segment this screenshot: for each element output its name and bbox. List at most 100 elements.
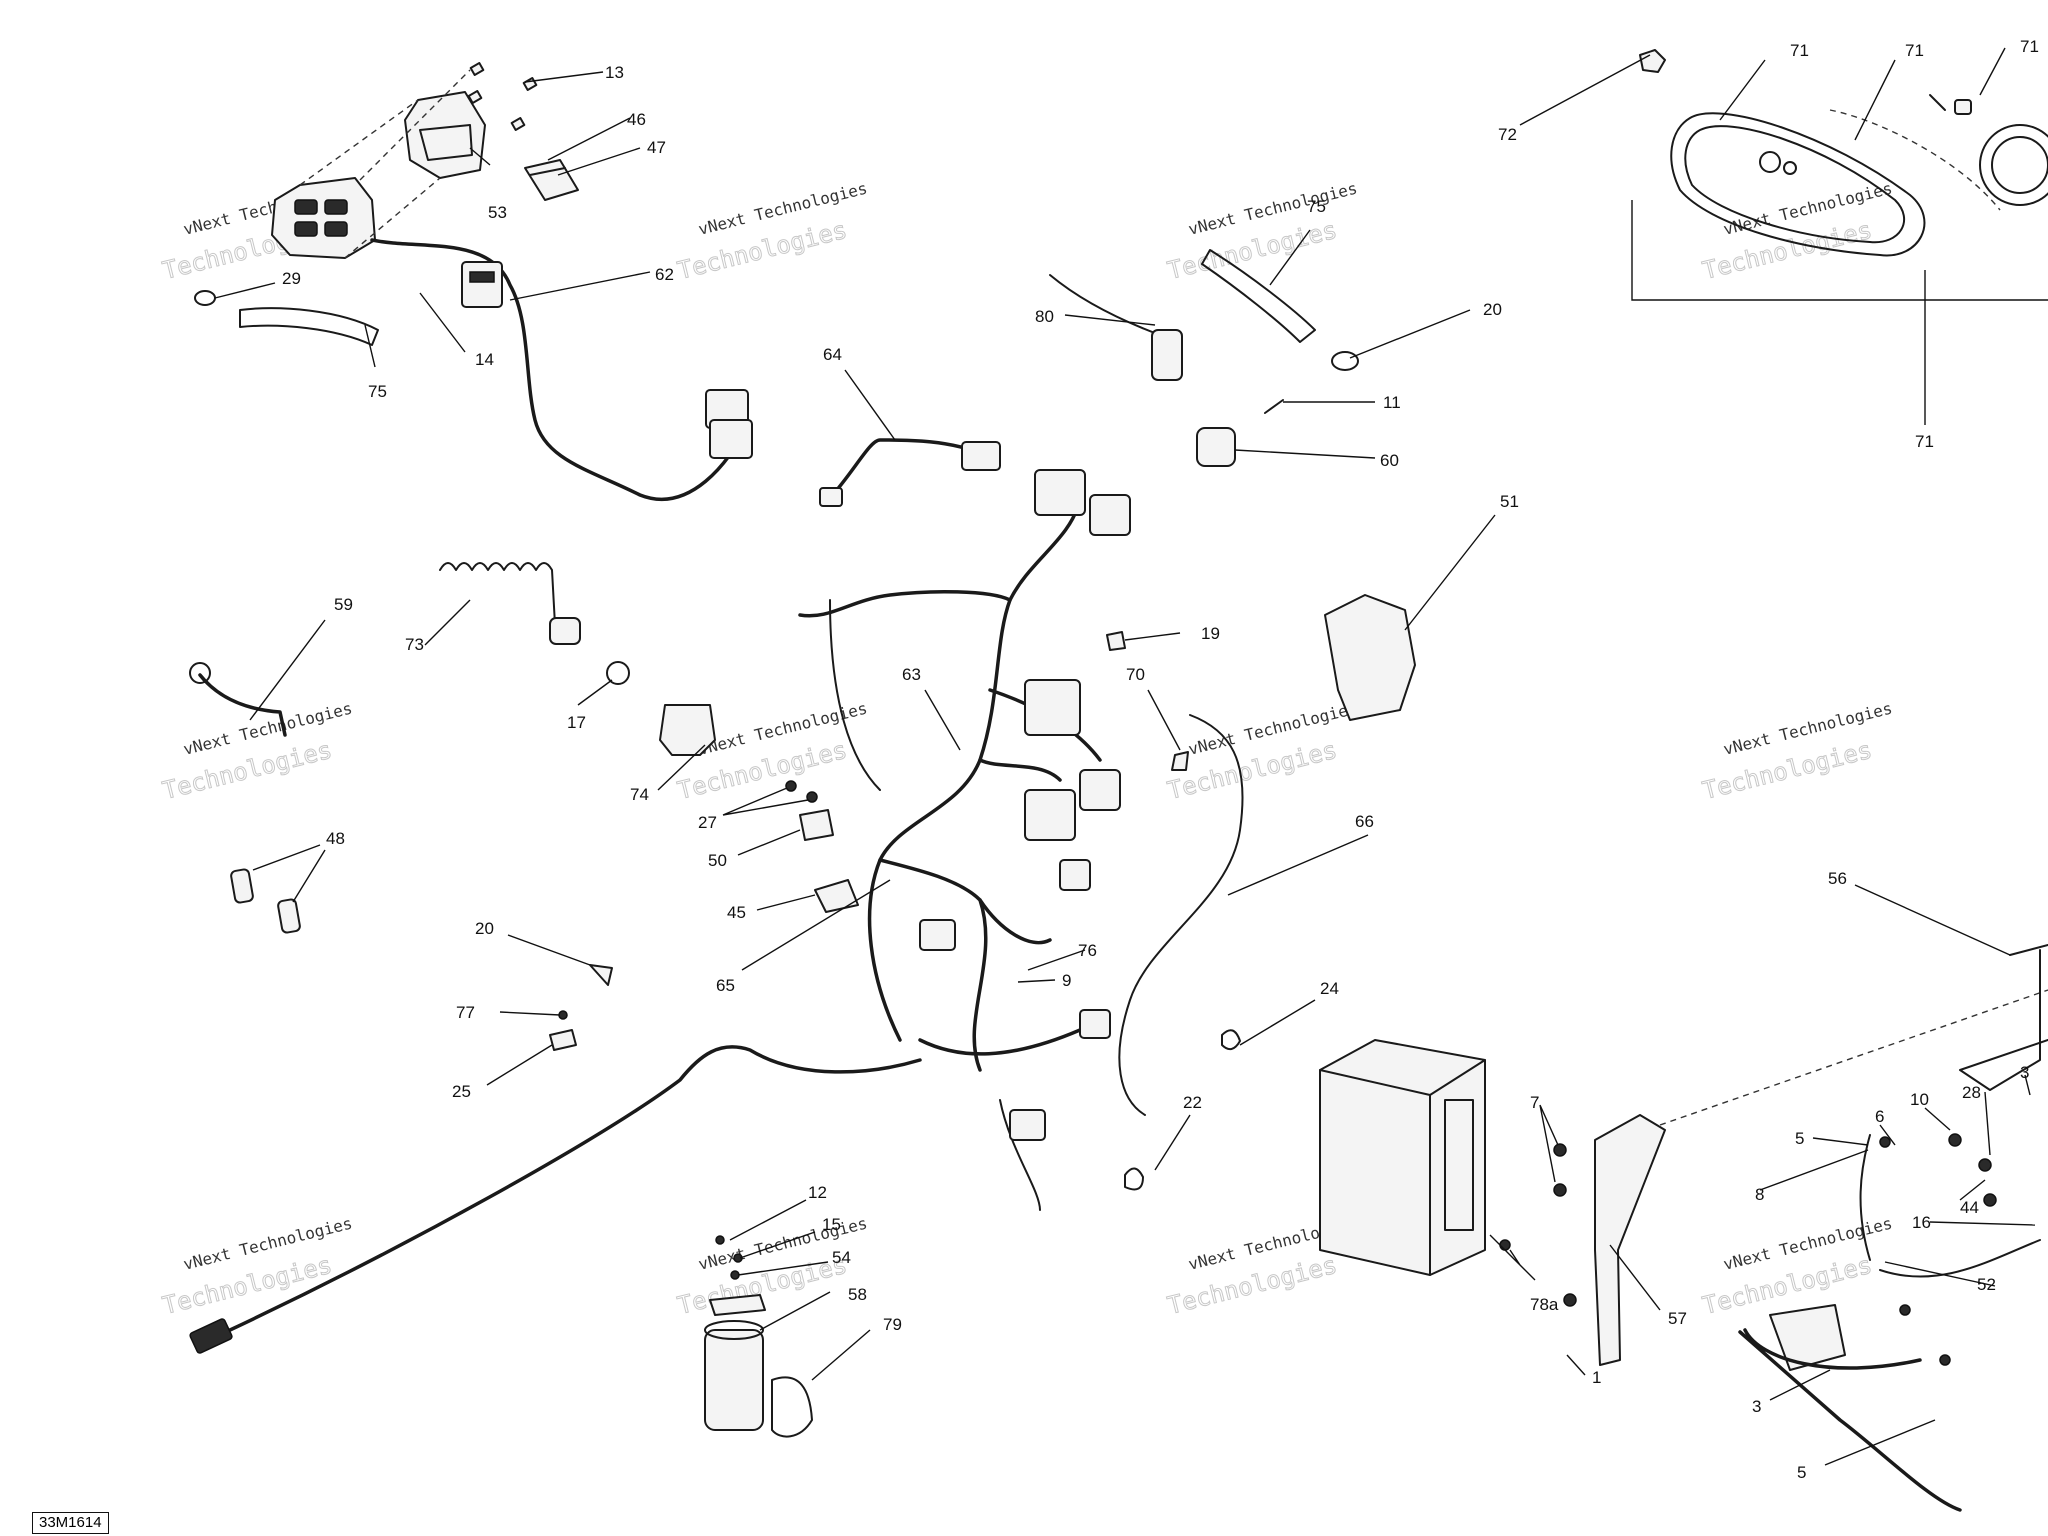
watermark: Technologies vNext Technologies: [1699, 698, 1894, 805]
callout-label: 16: [1912, 1213, 1931, 1232]
callout-label: 48: [326, 829, 345, 848]
tube-75-right: [1201, 249, 1316, 343]
callout-label: 57: [1668, 1309, 1687, 1328]
grommet-60: [1196, 427, 1236, 467]
grommet-17: [606, 661, 630, 685]
callout-label: 5: [1795, 1129, 1804, 1148]
callout-label: 13: [605, 63, 624, 82]
document-code: 33M1614: [32, 1512, 109, 1534]
callout-label: 71: [1905, 41, 1924, 60]
callout-label: 75: [368, 382, 387, 401]
wrap-79: [771, 1376, 813, 1438]
callout-label: 3: [2020, 1063, 2029, 1082]
harness-62: [370, 238, 747, 502]
clip-19: [1106, 631, 1126, 651]
callout-label: 22: [1183, 1093, 1202, 1112]
callout-label: 45: [727, 903, 746, 922]
battery-cable-59: [198, 673, 287, 737]
callout-label: 70: [1126, 665, 1145, 684]
screws-13: [467, 62, 538, 131]
bracket-57: [1594, 1114, 1666, 1366]
callout-label: 62: [655, 265, 674, 284]
sender-74: [659, 704, 716, 756]
cable-66: [1118, 714, 1244, 1116]
sensor-lead: [228, 1045, 922, 1332]
solenoid-3: [1769, 1304, 1846, 1371]
callout-label: 24: [1320, 979, 1339, 998]
gauge-cluster-71: [1631, 94, 2048, 425]
callout-label: 3: [1752, 1397, 1761, 1416]
ground-80: [1049, 274, 1161, 336]
callout-label: 78a: [1530, 1295, 1559, 1314]
callout-label: 71: [2020, 37, 2039, 56]
callout-label: 5: [1797, 1463, 1806, 1482]
sensor-connector: [189, 1318, 233, 1354]
callout-label: 76: [1078, 941, 1097, 960]
handlebar-switch-assembly: [271, 69, 486, 259]
callout-label: 51: [1500, 492, 1519, 511]
callout-labels: 13 46 47 53 29 62 14 75 71 71 71 71 72 7…: [282, 37, 2039, 1482]
connector-62-block: [461, 261, 753, 459]
watermark: Technologies vNext Technologies: [159, 698, 354, 805]
cap-48: [230, 868, 254, 904]
gasket-45: [814, 879, 859, 913]
callout-label: 20: [1483, 300, 1502, 319]
callout-label: 47: [647, 138, 666, 157]
coiled-lead-73: [439, 562, 556, 626]
callout-label: 63: [902, 665, 921, 684]
harness-64: [828, 438, 987, 500]
callout-label: 20: [475, 919, 494, 938]
clip-20-left: [589, 964, 613, 986]
bracket-51: [1324, 594, 1416, 721]
watermark: Technologies vNext Technologies: [674, 178, 869, 285]
callout-label: 19: [1201, 624, 1220, 643]
callout-label: 17: [567, 713, 586, 732]
callout-label: 54: [832, 1248, 851, 1267]
pin-11: [1264, 399, 1284, 414]
callout-label: 59: [334, 595, 353, 614]
watermark: Technologies vNext Technologies: [1699, 1213, 1894, 1320]
callout-label: 29: [282, 269, 301, 288]
clamp-20-top: [1331, 351, 1359, 371]
callout-label: 46: [627, 110, 646, 129]
callout-label: 50: [708, 851, 727, 870]
bracket-50: [799, 809, 834, 841]
callout-label: 11: [1383, 393, 1401, 412]
callout-label: 10: [1910, 1090, 1929, 1109]
tube-75-left: [239, 307, 379, 346]
callout-label: 12: [808, 1183, 827, 1202]
callout-label: 15: [822, 1215, 841, 1234]
battery: [1319, 1039, 1486, 1276]
clamp-29: [194, 290, 216, 306]
coil-58: [704, 1235, 766, 1431]
callout-label: 8: [1755, 1185, 1764, 1204]
callout-label: 27: [698, 813, 717, 832]
callout-label: 75: [1307, 197, 1326, 216]
callout-label: 73: [405, 635, 424, 654]
wire-52-16: [1879, 1239, 2041, 1278]
clip-25: [549, 1029, 577, 1051]
leader-lines: [214, 47, 2036, 1466]
clip-70: [1171, 751, 1189, 771]
callout-label: 14: [475, 350, 494, 369]
watermark: Technologies vNext Technologies: [159, 1213, 354, 1320]
callout-label: 79: [883, 1315, 902, 1334]
callout-label: 25: [452, 1082, 471, 1101]
cap-48: [277, 898, 301, 934]
callout-label: 72: [1498, 125, 1517, 144]
clip-22: [1124, 1167, 1144, 1191]
callout-label: 52: [1977, 1275, 1996, 1294]
callout-label: 28: [1962, 1083, 1981, 1102]
callout-label: 64: [823, 345, 842, 364]
callout-label: 77: [456, 1003, 475, 1022]
callout-label: 9: [1062, 971, 1071, 990]
watermark: Technologies vNext Technologies: [1164, 178, 1359, 285]
clip-46-47: [524, 159, 579, 201]
callout-label: 44: [1960, 1198, 1979, 1217]
clip-24: [1221, 1029, 1241, 1051]
watermark: Technologies vNext Technologies: [1164, 698, 1359, 805]
callout-label: 56: [1828, 869, 1847, 888]
callout-label: 1: [1592, 1368, 1601, 1387]
callout-label: 71: [1915, 432, 1934, 451]
